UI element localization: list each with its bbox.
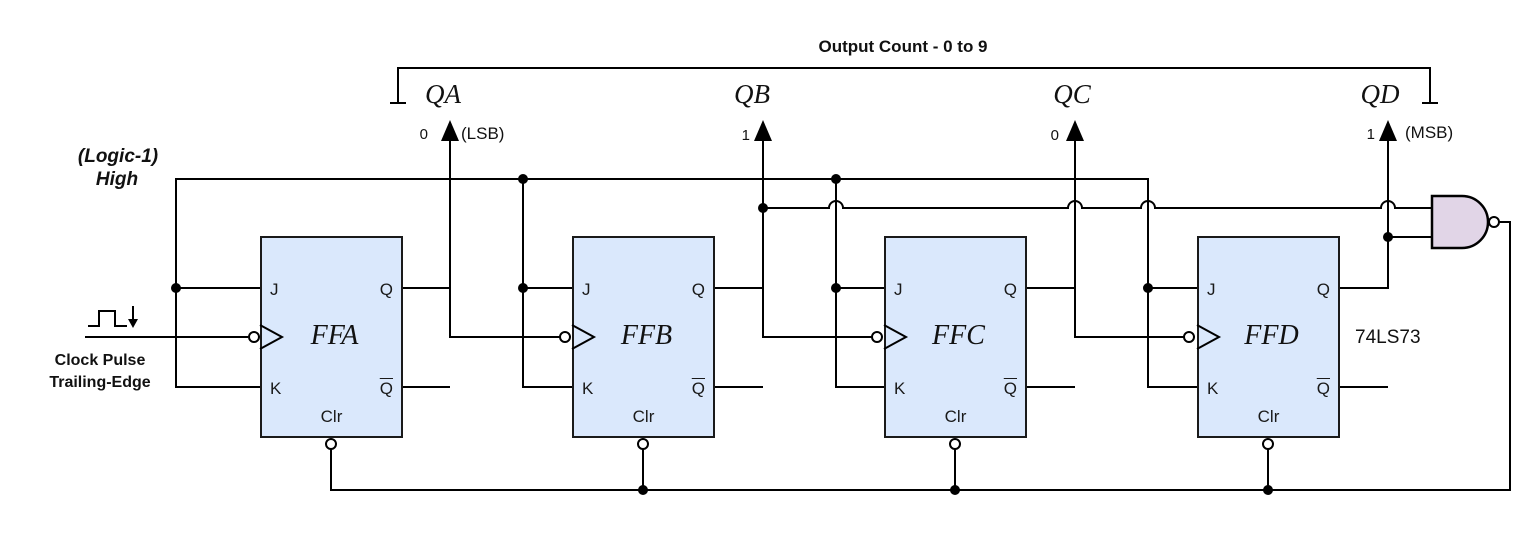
nand-input-qb-wire (763, 200, 1432, 209)
ffd-pin-clr: Clr (1257, 407, 1280, 426)
nand-gate (1430, 194, 1500, 250)
output-label-qb: QB (734, 79, 770, 109)
ffb-pin-clr: Clr (632, 407, 655, 426)
ffa-label: FFA (310, 320, 359, 351)
clear-inverter-bubbles (325, 438, 1274, 450)
output-count-title: Output Count - 0 to 9 (818, 37, 988, 56)
flipflop-ffc: J Q K Q Clr FFC (884, 236, 1027, 438)
bit-value-qc: 0 (1050, 127, 1059, 144)
bit-value-qd: 1 (1366, 126, 1375, 143)
bit-value-qb: 1 (741, 127, 750, 144)
ffa-pin-k: K (270, 379, 282, 398)
ffc-pin-q: Q (1003, 280, 1017, 299)
logic-high-label-line2: High (95, 169, 139, 190)
output-label-qd: QD (1360, 79, 1400, 109)
ffd-label: FFD (1244, 320, 1299, 351)
chip-label: 74LS73 (1355, 327, 1421, 348)
output-label-qc: QC (1053, 79, 1091, 109)
qc-output-wire (1027, 120, 1184, 338)
ffc-pin-j: J (894, 280, 903, 299)
qa-output-wire (403, 120, 560, 338)
ffb-pin-q: Q (691, 280, 705, 299)
nand-output-bubble (1488, 216, 1500, 228)
output-count-bracket (390, 67, 1438, 104)
ffa-pin-j: J (270, 280, 279, 299)
ffd-pin-j: J (1207, 280, 1216, 299)
ffc-pin-k: K (894, 379, 906, 398)
qd-output-wire (1340, 120, 1397, 289)
clock-pulse-icon (88, 306, 138, 328)
ffb-pin-j: J (582, 280, 591, 299)
clock-edge-triangles (259, 324, 1222, 350)
ffd-pin-q: Q (1316, 280, 1330, 299)
output-label-qa: QA (425, 79, 461, 109)
ffd-pin-qbar: Q (1316, 379, 1330, 398)
ffb-pin-k: K (582, 379, 594, 398)
clock-label-line1: Clock Pulse (54, 352, 146, 369)
bit-value-qa: 0 (419, 126, 428, 143)
ffc-pin-qbar: Q (1003, 379, 1017, 398)
ffa-pin-clr: Clr (320, 407, 343, 426)
logic-high-label-line1: (Logic-1) (77, 146, 159, 167)
lsb-tag: (LSB) (461, 124, 505, 143)
flipflop-ffd: J Q K Q Clr FFD (1197, 236, 1340, 438)
flipflop-ffb: J Q K Q Clr FFB (572, 236, 715, 438)
qb-output-wire (715, 120, 872, 338)
msb-tag: (MSB) (1405, 123, 1454, 142)
ffc-pin-clr: Clr (944, 407, 967, 426)
flipflop-ffa: J Q K Q Clr FFA (260, 236, 403, 438)
ffb-pin-qbar: Q (691, 379, 705, 398)
ffd-pin-k: K (1207, 379, 1219, 398)
ffa-pin-qbar: Q (379, 379, 393, 398)
ffa-pin-q: Q (379, 280, 393, 299)
clock-label-line2: Trailing-Edge (49, 374, 151, 391)
ffc-label: FFC (932, 320, 985, 351)
ffb-label: FFB (620, 320, 673, 351)
